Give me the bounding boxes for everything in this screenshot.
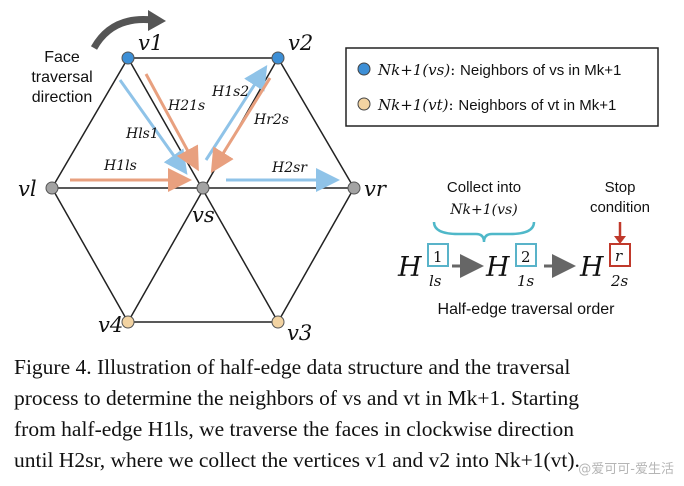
caption-line-2: process to determine the neighbors of vs… (14, 386, 580, 410)
order-h-ls1-glyph: H (397, 252, 422, 283)
vertex-label-v2: v2 (288, 31, 313, 55)
label-h-1s2: H21s (167, 98, 205, 114)
order-h-2sr-sub: 2s (610, 272, 629, 290)
vertex-vl-dot (45, 181, 59, 195)
vertex-label-vl: vl (18, 177, 37, 201)
order-label: Half-edge traversal order (438, 301, 616, 318)
order-h-ls1-sub: ls (429, 272, 442, 290)
legend-row2-math: Nk+1(vt) (377, 96, 449, 114)
caption-line-3: from half-edge H1ls, we traverse the fac… (14, 417, 574, 441)
vertex-label-vs: vs (192, 203, 215, 227)
order-h-1s2-box (515, 243, 537, 267)
legend-row2: Nk+1(vt): Neighbors of vt in Mk+1 (377, 96, 616, 114)
edge-vr-v3 (277, 187, 355, 323)
annotation-line-2: traversal (31, 69, 92, 86)
vertex-vs-dot (196, 181, 210, 195)
traversal-order-panel: Collect into Nk+1(vs) Stop condition H 1… (397, 179, 650, 318)
mesh-diagram: Face traversal direction v1 v2 vl vs vr … (18, 10, 659, 345)
half-edge-s21-arrow (204, 64, 268, 161)
legend-row2-sep: : (449, 96, 459, 114)
legend-row1-math: Nk+1(vs) (377, 61, 450, 79)
collect-math: Nk+1(vs) (449, 202, 517, 218)
order-h-2sr-sup: r (615, 247, 623, 265)
collect-label: Collect into (447, 179, 521, 196)
vertex-v3-dot (271, 315, 285, 329)
edge-vl-v4 (51, 187, 129, 323)
vertex-label-v3: v3 (287, 321, 312, 345)
order-h-1s2-sub: 1s (517, 272, 535, 290)
collect-brace (432, 221, 536, 243)
legend-row1-text: Neighbors of vs in Mk+1 (460, 62, 621, 79)
legend-orange-dot (357, 97, 371, 111)
order-h-2sr-box (609, 243, 631, 267)
label-h-s21: H1s2 (211, 84, 249, 100)
order-h-ls1-box (427, 243, 449, 267)
legend-blue-dot (357, 62, 371, 76)
vertex-v1-dot (121, 51, 135, 65)
label-h-2sr: Hr2s (253, 112, 289, 128)
vertex-label-v1: v1 (138, 31, 163, 55)
edge-v2-vr (277, 57, 355, 189)
legend-row1: Nk+1(vs): Neighbors of vs in Mk+1 (377, 61, 621, 79)
face-traversal-annotation: Face traversal direction (31, 49, 92, 106)
annotation-line-3: direction (32, 89, 92, 106)
figure-caption: Figure 4. Illustration of half-edge data… (14, 352, 674, 476)
mesh-vertices (45, 51, 361, 329)
traversal-curve-arrow (90, 16, 153, 50)
order-h-1s2-glyph: H (485, 252, 510, 283)
stop-label-1: Stop (605, 179, 636, 196)
vertex-v4-dot (121, 315, 135, 329)
vertex-v2-dot (271, 51, 285, 65)
order-h-1s2-sup: 2 (521, 248, 531, 266)
half-edge-arrows (70, 64, 340, 192)
legend: Nk+1(vs): Neighbors of vs in Mk+1 Nk+1(v… (345, 47, 659, 127)
vertex-labels: v1 v2 vl vs vr v4 v3 (18, 31, 388, 345)
stop-label-2: condition (590, 199, 650, 216)
edge-v1-vl (51, 57, 129, 189)
legend-row2-text: Neighbors of vt in Mk+1 (458, 97, 616, 114)
label-h-sr2: H2sr (271, 160, 308, 176)
annotation-line-1: Face (44, 49, 80, 66)
half-edge-2sr-arrow (210, 77, 272, 174)
vertex-label-vr: vr (364, 177, 388, 201)
caption-line-1: Figure 4. Illustration of half-edge data… (14, 355, 571, 379)
vertex-label-v4: v4 (98, 313, 123, 337)
watermark: @爱可可-爱生活 (578, 462, 674, 477)
traversal-curve-arrowhead (148, 10, 166, 31)
legend-row1-sep: : (450, 61, 460, 79)
half-edge-labels: H1ls Hls1 H21s H1s2 Hr2s H2sr (103, 84, 308, 176)
order-h-2sr-glyph: H (579, 252, 604, 283)
order-h-ls1-sup: 1 (433, 248, 443, 266)
vertex-vr-dot (347, 181, 361, 195)
stop-arrowhead (614, 236, 626, 244)
label-h-ls1: H1ls (103, 158, 137, 174)
half-edge-1s2-arrow (144, 73, 199, 172)
label-h-s1l: Hls1 (125, 126, 159, 142)
half-edge-s1l-arrow (118, 79, 188, 175)
legend-frame (345, 47, 659, 127)
caption-line-4: until H2sr, where we collect the vertice… (14, 448, 580, 472)
